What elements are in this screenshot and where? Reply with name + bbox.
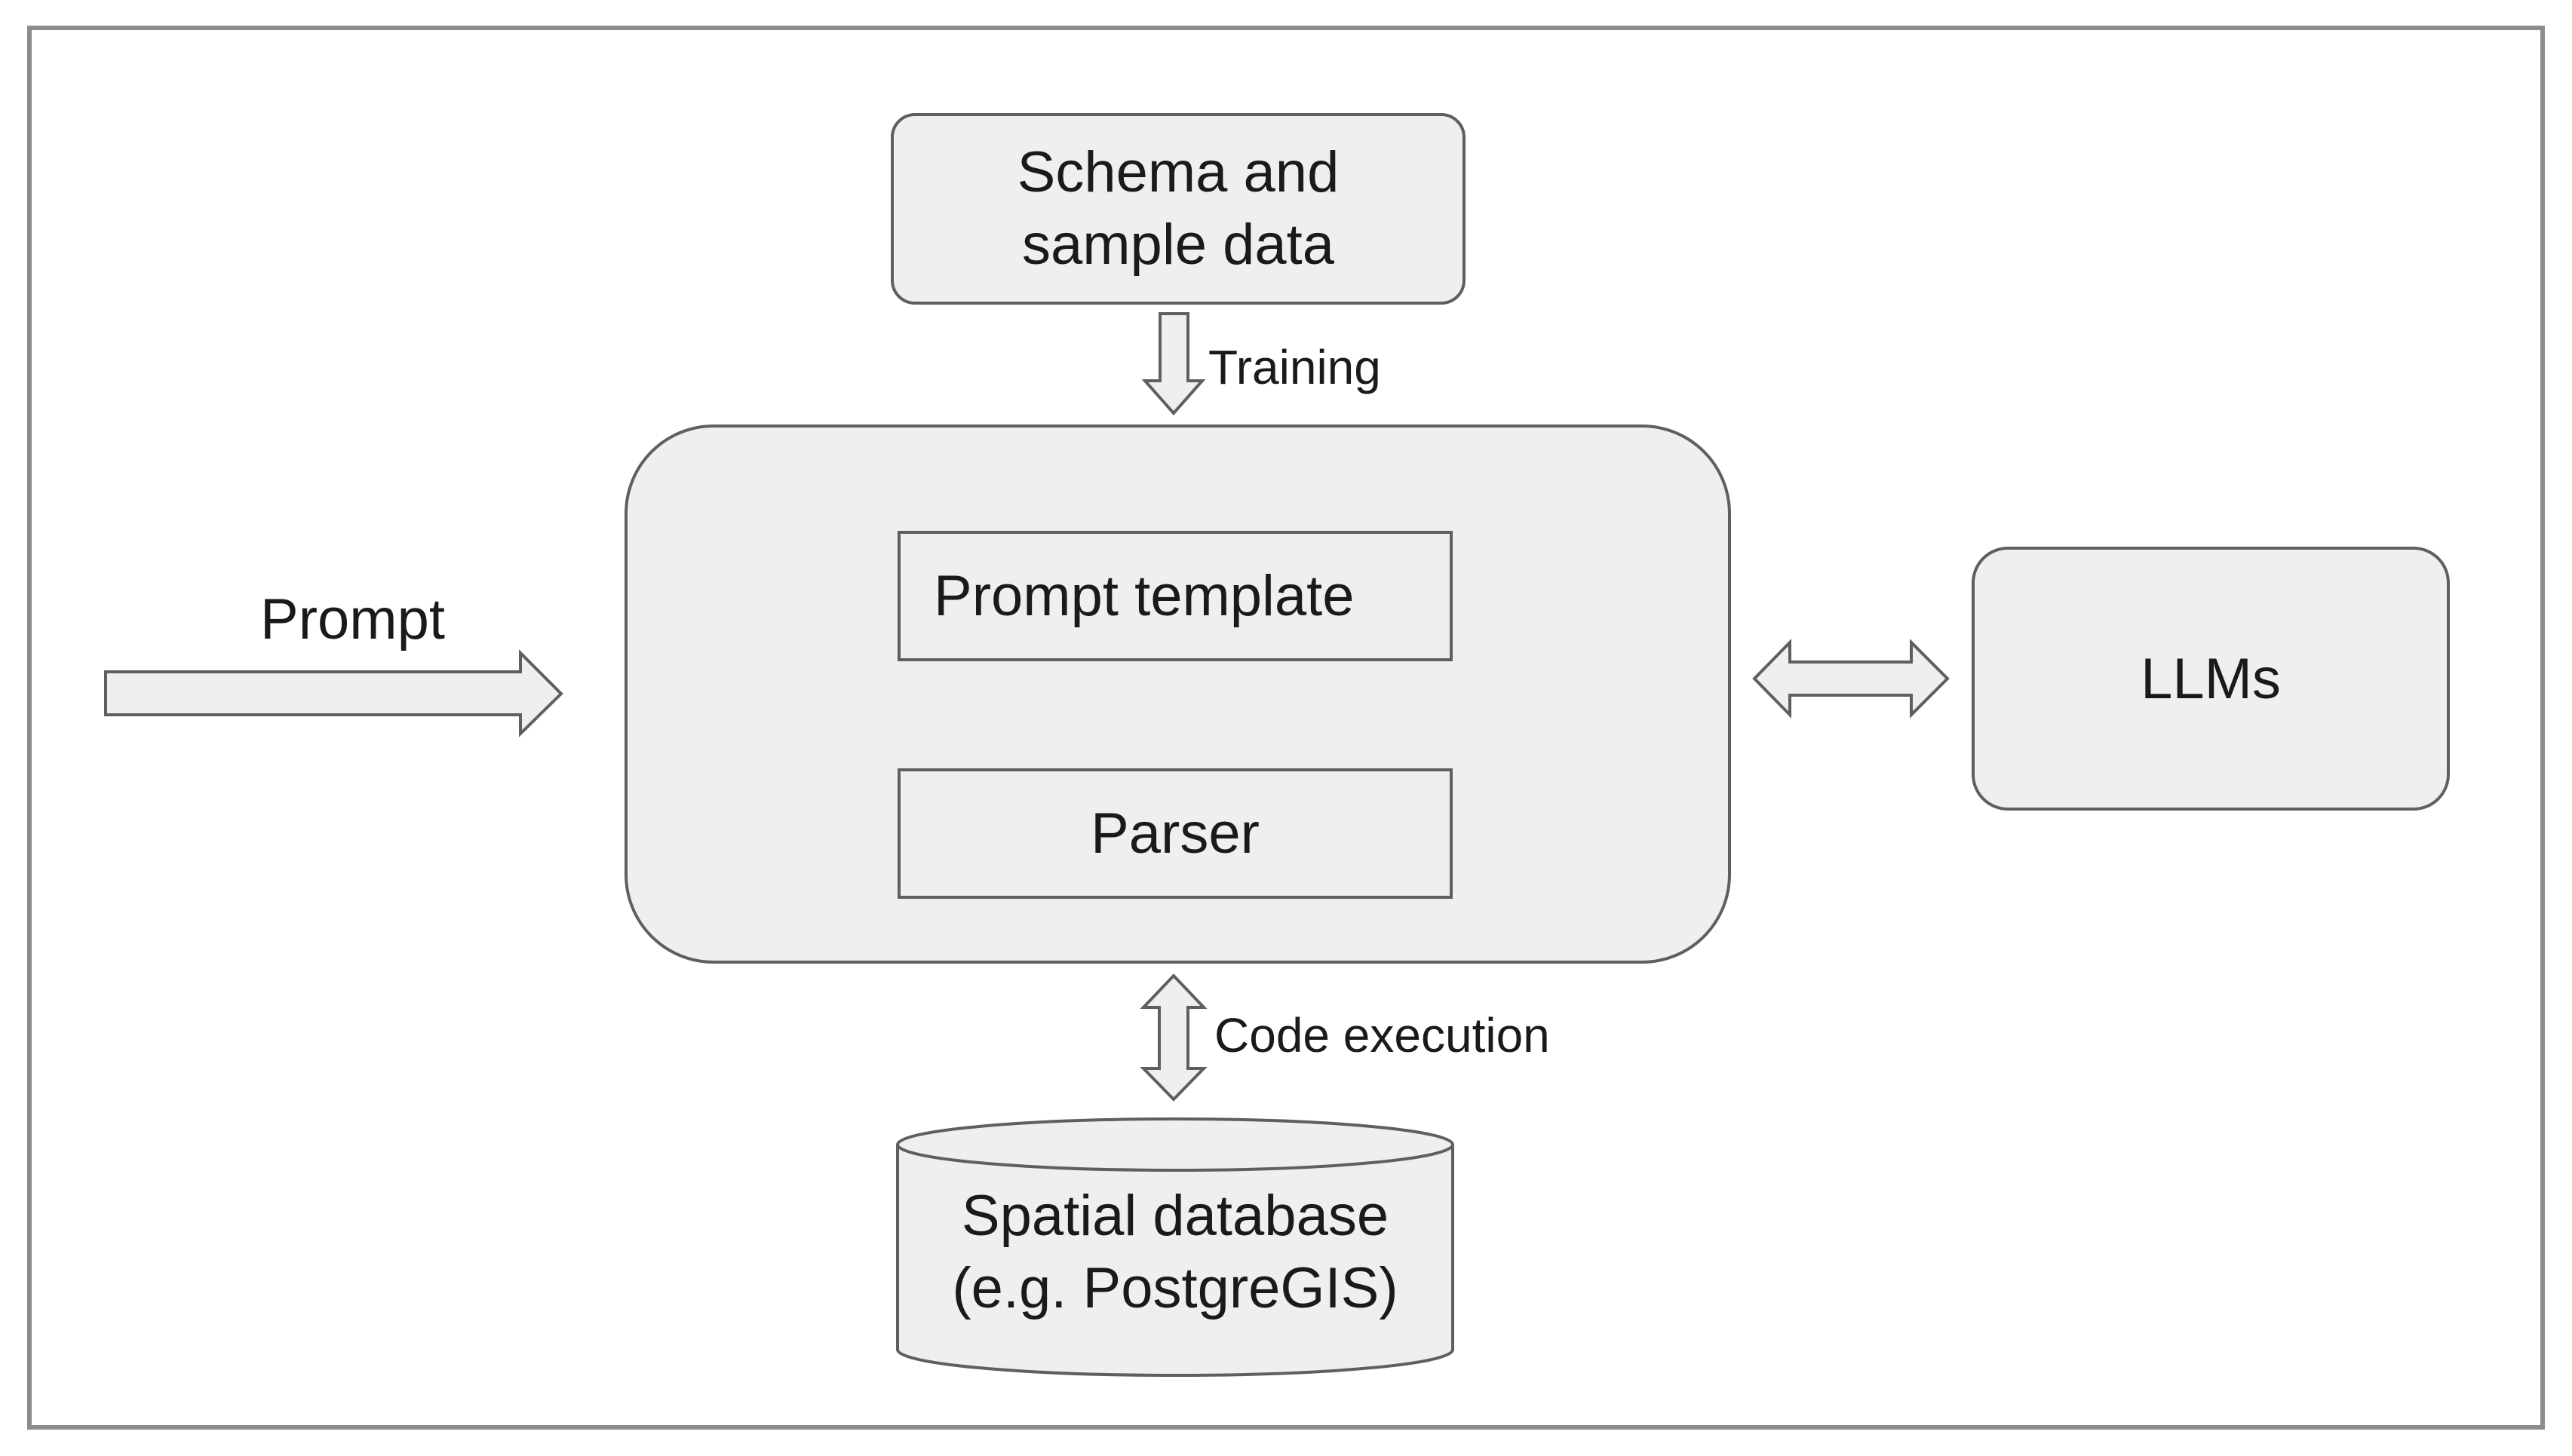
code-execution-label: Code execution [1214,1008,1550,1062]
schema-box-text: Schema and sample data [1017,136,1340,281]
database-cylinder [896,1117,1454,1377]
parser-box: Parser [898,768,1453,899]
llms-label: LLMs [2141,646,2281,711]
prompt-template-label: Prompt template [934,564,1355,628]
schema-box-line-2: sample data [1021,213,1334,277]
training-label: Training [1208,340,1381,394]
database-label-line-1: Spatial database [961,1184,1389,1248]
code-execution-double-arrow [1140,973,1208,1102]
llms-double-arrow [1752,639,1950,719]
llms-box: LLMs [1972,547,2450,811]
database-label: Spatial database (e.g. PostgreGIS) [898,1180,1453,1325]
prompt-label: Prompt [260,587,445,651]
schema-box-line-1: Schema and [1017,140,1340,204]
prompt-template-box: Prompt template [898,531,1453,661]
training-arrow [1141,312,1206,416]
database-label-line-2: (e.g. PostgreGIS) [952,1256,1398,1320]
prompt-arrow [104,649,563,737]
parser-label: Parser [1091,802,1260,866]
schema-sample-data-box: Schema and sample data [891,113,1466,305]
